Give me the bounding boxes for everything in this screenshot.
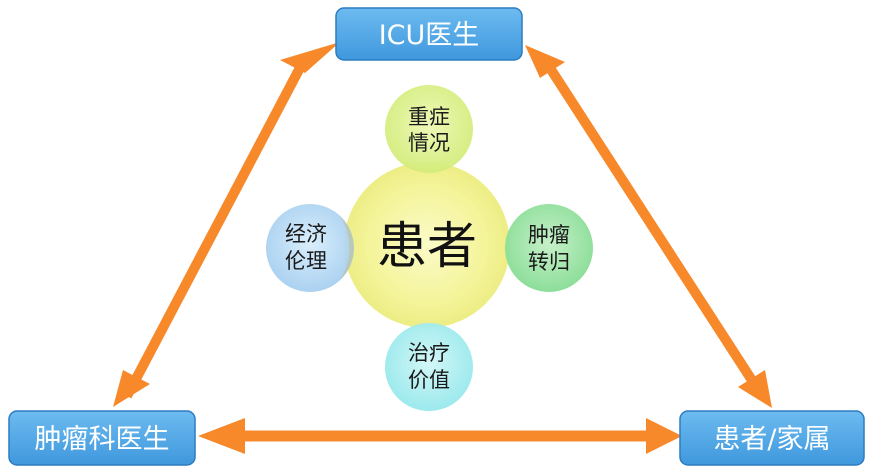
satellite-right-line1: 肿瘤 bbox=[528, 223, 570, 247]
satellite-bottom: 治疗 价值 bbox=[385, 323, 473, 411]
patient-center-circle: 患者 bbox=[344, 162, 510, 328]
satellite-left-line1: 经济 bbox=[285, 222, 327, 246]
patient-family-label: 患者/家属 bbox=[713, 424, 830, 455]
satellite-top-line2: 情况 bbox=[408, 131, 450, 155]
satellite-top-line1: 重症 bbox=[408, 105, 450, 129]
satellite-right: 肿瘤 转归 bbox=[505, 204, 593, 292]
patient-center-label: 患者 bbox=[377, 217, 477, 275]
satellite-top: 重症 情况 bbox=[385, 85, 473, 173]
patient-family-box: 患者/家属 bbox=[679, 410, 865, 466]
arrow-oncology-patient bbox=[198, 418, 682, 454]
satellite-bottom-line1: 治疗 bbox=[408, 341, 450, 365]
icu-doctor-label: ICU医生 bbox=[379, 20, 480, 51]
oncology-doctor-label: 肿瘤科医生 bbox=[35, 424, 170, 455]
satellite-left: 经济 伦理 bbox=[266, 204, 354, 292]
icu-doctor-box: ICU医生 bbox=[335, 7, 523, 61]
arrow-icu-oncology bbox=[113, 42, 340, 407]
satellite-right-line2: 转归 bbox=[528, 250, 570, 274]
oncology-doctor-box: 肿瘤科医生 bbox=[8, 410, 196, 466]
satellite-left-line2: 伦理 bbox=[285, 249, 327, 273]
arrow-icu-patient bbox=[525, 45, 772, 408]
satellite-bottom-line2: 价值 bbox=[408, 368, 450, 392]
